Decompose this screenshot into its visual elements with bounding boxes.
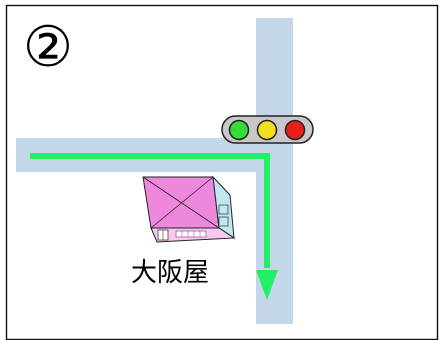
route-arrow-icon — [30, 153, 278, 300]
route-line — [30, 153, 270, 268]
yellow-lamp — [256, 119, 278, 141]
green-lamp — [228, 119, 250, 141]
panel-border — [5, 4, 439, 340]
red-lamp — [284, 119, 306, 141]
landmark-label: 大阪屋 — [131, 258, 209, 288]
panel-number: ② — [23, 15, 73, 80]
traffic-light-icon — [221, 115, 314, 144]
store-building-icon — [142, 175, 236, 243]
shop-sign — [175, 230, 207, 238]
route-arrowhead — [256, 270, 278, 300]
